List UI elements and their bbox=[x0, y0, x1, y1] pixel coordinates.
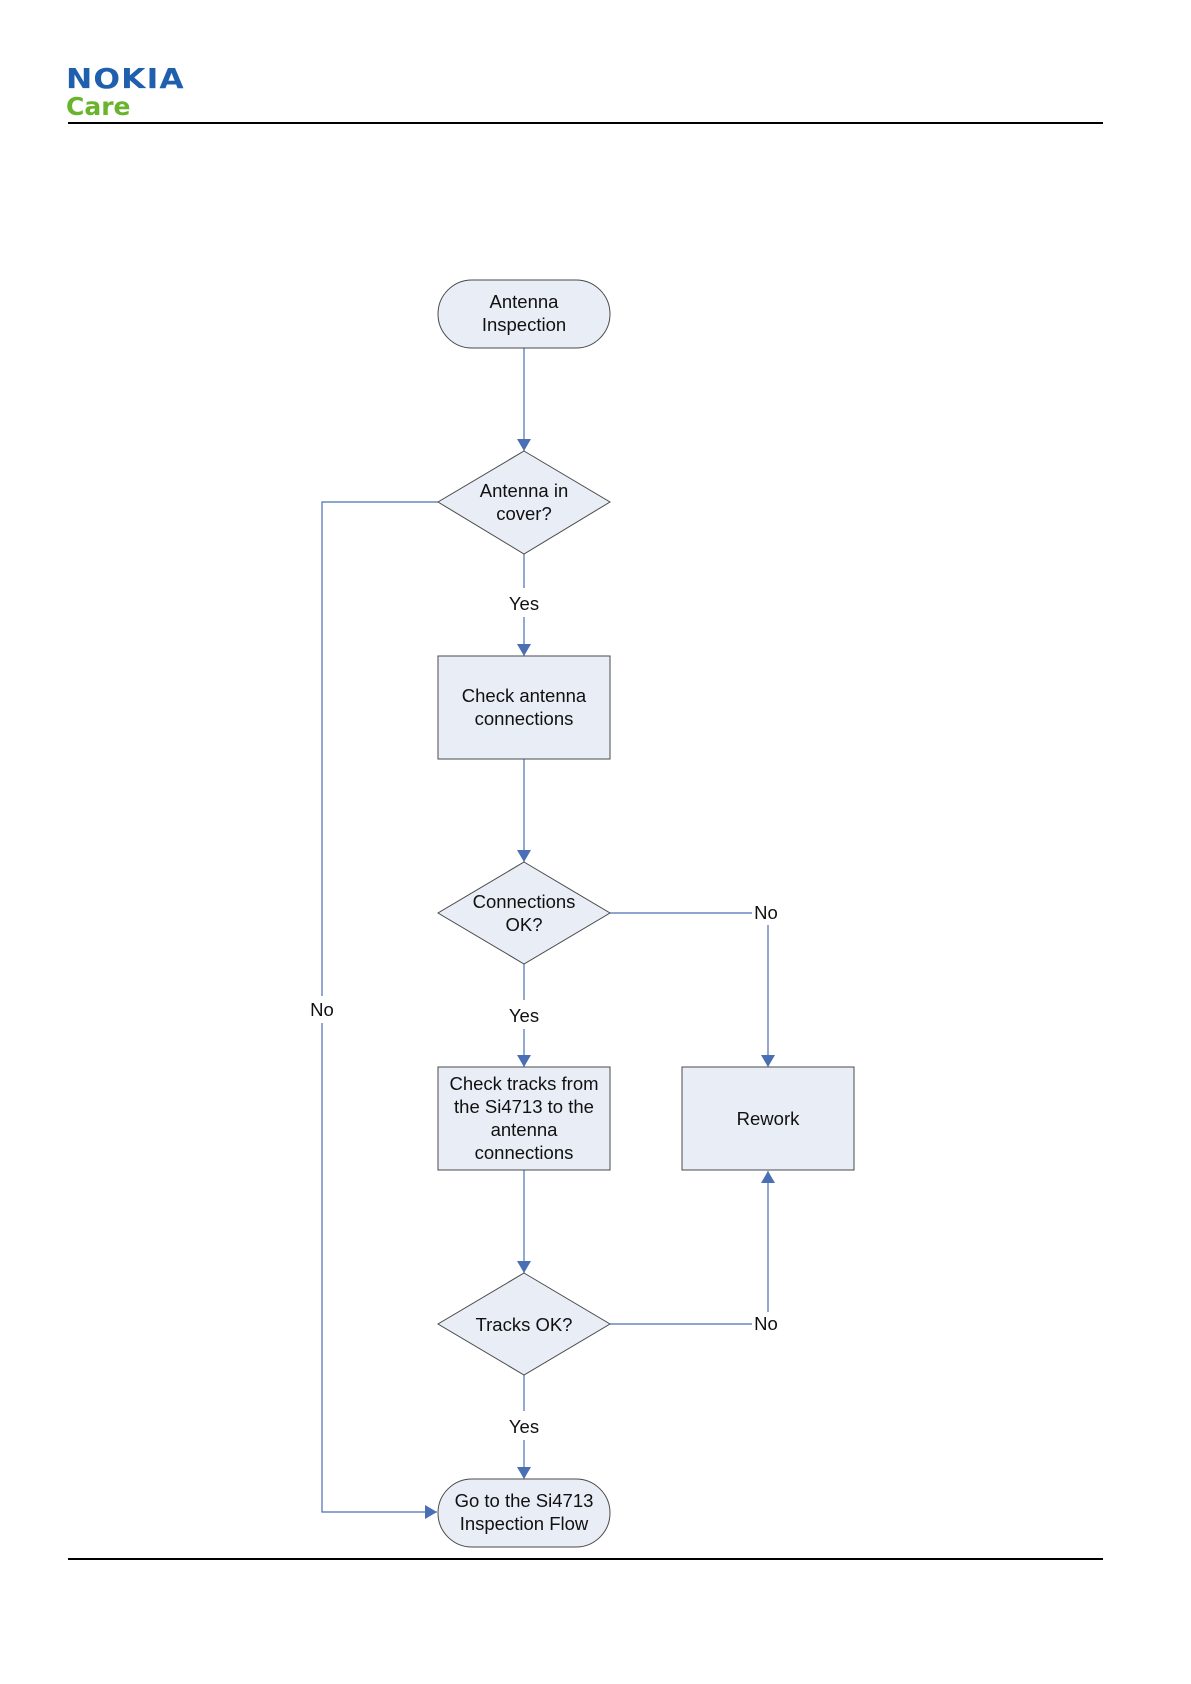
check-tracks-node: Check tracks from the Si4713 to the ante… bbox=[438, 1067, 610, 1170]
decision-connections-text-2: OK? bbox=[505, 914, 542, 935]
check-connections-text-2: connections bbox=[475, 708, 574, 729]
label-no-tracks: No bbox=[754, 1313, 778, 1334]
start-node: Antenna Inspection bbox=[438, 280, 610, 348]
label-yes-antenna: Yes bbox=[509, 593, 539, 614]
end-text-1: Go to the Si4713 bbox=[455, 1490, 594, 1511]
start-text-2: Inspection bbox=[482, 314, 566, 335]
label-yes-connections: Yes bbox=[509, 1005, 539, 1026]
label-no-connections: No bbox=[754, 902, 778, 923]
start-text-1: Antenna bbox=[490, 291, 560, 312]
rework-text: Rework bbox=[737, 1108, 800, 1129]
footer-divider bbox=[68, 1558, 1103, 1560]
decision-tracks-ok: Tracks OK? bbox=[438, 1273, 610, 1375]
edge-antenna-no bbox=[322, 502, 438, 996]
check-antenna-connections-node: Check antenna connections bbox=[438, 656, 610, 759]
label-yes-tracks: Yes bbox=[509, 1416, 539, 1437]
label-no-antenna: No bbox=[310, 999, 334, 1020]
decision-tracks-text: Tracks OK? bbox=[476, 1314, 573, 1335]
check-tracks-text-2: the Si4713 to the bbox=[454, 1096, 594, 1117]
check-tracks-text-3: antenna bbox=[491, 1119, 559, 1140]
check-connections-text-1: Check antenna bbox=[462, 685, 587, 706]
decision-antenna-text-2: cover? bbox=[496, 503, 552, 524]
decision-antenna-text-1: Antenna in bbox=[480, 480, 568, 501]
end-node: Go to the Si4713 Inspection Flow bbox=[438, 1479, 610, 1547]
end-text-2: Inspection Flow bbox=[460, 1513, 589, 1534]
check-tracks-text-1: Check tracks from bbox=[449, 1073, 598, 1094]
rework-node: Rework bbox=[682, 1067, 854, 1170]
decision-connections-ok: Connections OK? bbox=[438, 862, 610, 964]
edge-antenna-no-lower bbox=[322, 1023, 437, 1512]
decision-antenna-in-cover: Antenna in cover? bbox=[438, 451, 610, 554]
decision-connections-text-1: Connections bbox=[473, 891, 576, 912]
check-tracks-text-4: connections bbox=[475, 1142, 574, 1163]
